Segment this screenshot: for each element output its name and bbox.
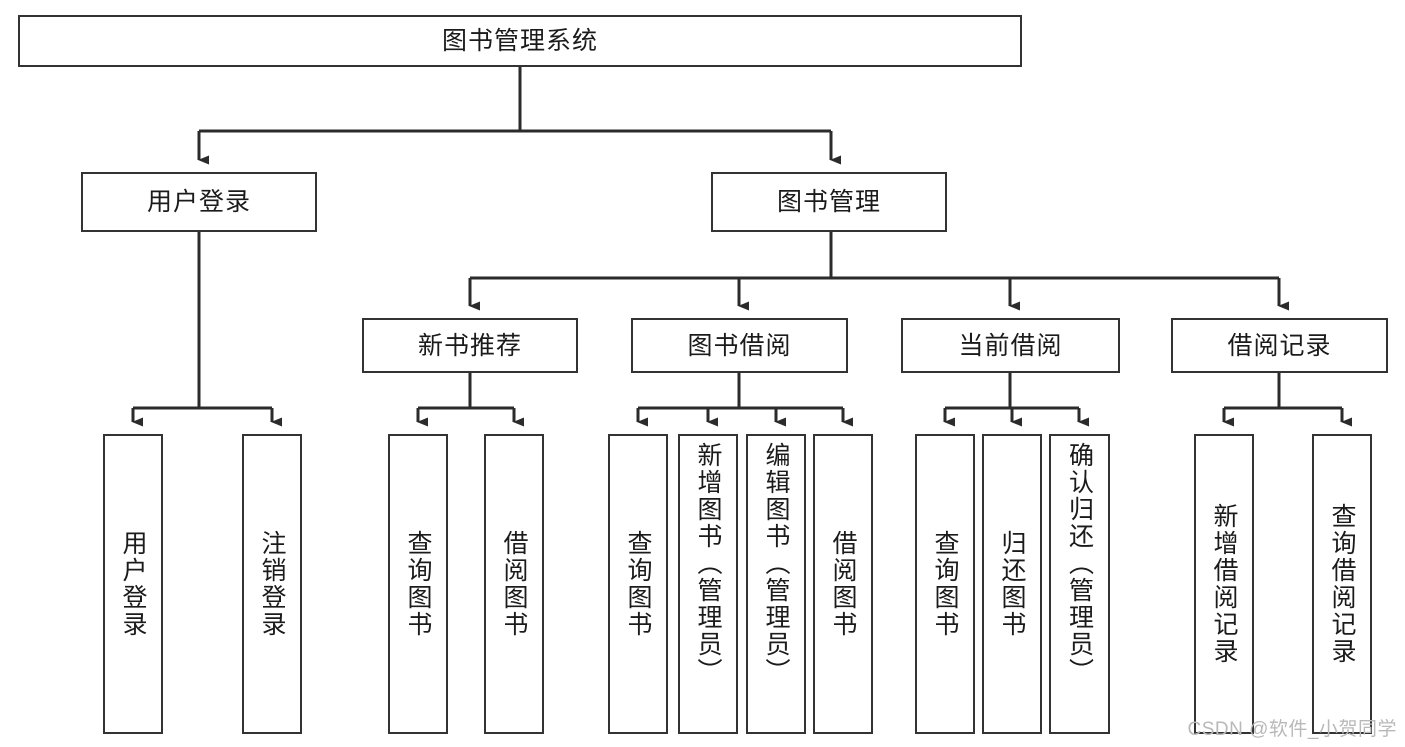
node-new-book-recommend-label: 新书推荐 [417, 331, 522, 360]
node-new-book-recommend[interactable]: 新书推荐 [362, 318, 578, 373]
node-book-borrow-label: 图书借阅 [687, 331, 792, 360]
node-leaf-return-book[interactable]: 归还图书 [982, 434, 1042, 734]
node-root[interactable]: 图书管理系统 [18, 15, 1022, 67]
node-leaf-add-book[interactable]: 新增图书（管理员） [678, 434, 738, 734]
node-leaf-query-book-current-label: 查询图书 [931, 530, 959, 638]
node-leaf-user-login[interactable]: 用户登录 [103, 434, 163, 734]
node-leaf-query-borrow-record-label: 查询借阅记录 [1328, 503, 1356, 665]
node-leaf-add-borrow-record-label: 新增借阅记录 [1210, 503, 1238, 665]
node-leaf-borrow-book[interactable]: 借阅图书 [813, 434, 873, 734]
node-leaf-user-logout[interactable]: 注销登录 [242, 434, 302, 734]
node-book-management-label: 图书管理 [776, 188, 881, 216]
node-current-borrow[interactable]: 当前借阅 [901, 318, 1120, 373]
node-leaf-confirm-return-label: 确认归还（管理员） [1065, 442, 1094, 685]
node-leaf-query-book-current[interactable]: 查询图书 [915, 434, 975, 734]
node-leaf-user-logout-label: 注销登录 [258, 530, 286, 638]
node-leaf-borrow-book-recommend-label: 借阅图书 [500, 530, 528, 638]
node-borrow-record-label: 借阅记录 [1227, 331, 1332, 360]
node-leaf-user-login-label: 用户登录 [119, 530, 147, 638]
node-leaf-edit-book[interactable]: 编辑图书（管理员） [746, 434, 806, 734]
node-leaf-add-borrow-record[interactable]: 新增借阅记录 [1194, 434, 1254, 734]
node-leaf-return-book-label: 归还图书 [998, 530, 1026, 638]
node-borrow-record[interactable]: 借阅记录 [1171, 318, 1388, 373]
node-leaf-query-book-recommend[interactable]: 查询图书 [388, 434, 448, 734]
node-user-login-label: 用户登录 [146, 188, 251, 216]
node-current-borrow-label: 当前借阅 [958, 331, 1063, 360]
node-book-management[interactable]: 图书管理 [711, 172, 947, 232]
node-book-borrow[interactable]: 图书借阅 [631, 318, 848, 373]
node-leaf-query-book-recommend-label: 查询图书 [404, 530, 432, 638]
node-leaf-borrow-book-recommend[interactable]: 借阅图书 [484, 434, 544, 734]
watermark-text: CSDN @软件_小贺同学 [1187, 719, 1397, 740]
node-leaf-query-book-borrow[interactable]: 查询图书 [608, 434, 668, 734]
node-root-label: 图书管理系统 [441, 27, 598, 55]
node-leaf-confirm-return[interactable]: 确认归还（管理员） [1049, 434, 1110, 734]
node-leaf-add-book-label: 新增图书（管理员） [694, 442, 722, 685]
node-leaf-borrow-book-label: 借阅图书 [829, 530, 857, 638]
node-leaf-edit-book-label: 编辑图书（管理员） [762, 442, 790, 685]
node-leaf-query-borrow-record[interactable]: 查询借阅记录 [1312, 434, 1372, 734]
node-leaf-query-book-borrow-label: 查询图书 [624, 530, 652, 638]
node-user-login[interactable]: 用户登录 [81, 172, 317, 232]
